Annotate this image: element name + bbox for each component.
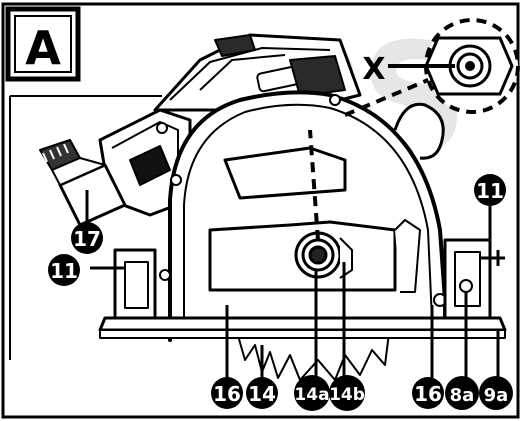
svg-text:17: 17 xyxy=(73,227,101,251)
inner-frame-lines xyxy=(9,95,162,360)
callout-9a: 9a xyxy=(479,376,513,410)
svg-text:9a: 9a xyxy=(484,385,509,406)
leader-lines xyxy=(85,190,500,378)
svg-text:11: 11 xyxy=(50,259,78,283)
svg-text:14b: 14b xyxy=(329,385,365,405)
svg-text:14: 14 xyxy=(248,382,276,406)
front-knob xyxy=(393,102,445,160)
svg-text:16: 16 xyxy=(213,382,241,406)
callout-16-right: 16 xyxy=(412,377,444,409)
projection-line xyxy=(308,73,441,241)
svg-text:8a: 8a xyxy=(450,385,475,406)
callout-11-right: 11 xyxy=(474,174,506,206)
callout-16-left: 16 xyxy=(211,377,243,409)
callout-11-left: 11 xyxy=(48,254,80,286)
bevel-bracket-right xyxy=(443,238,492,320)
dust-port xyxy=(39,139,127,227)
panel-label-box: A xyxy=(5,6,81,82)
detail-x: X xyxy=(362,18,520,114)
callout-14b: 14b xyxy=(329,375,365,411)
base-plate xyxy=(98,316,507,332)
svg-text:11: 11 xyxy=(476,179,504,203)
callout-14a: 14a xyxy=(294,375,330,411)
saw-body xyxy=(39,33,507,381)
bevel-knob xyxy=(459,279,473,293)
svg-text:16: 16 xyxy=(414,382,442,406)
panel-label: A xyxy=(25,21,61,75)
callout-8a: 8a xyxy=(445,376,479,410)
callout-14: 14 xyxy=(246,377,278,409)
detail-label: X xyxy=(362,52,385,87)
callout-17: 17 xyxy=(71,222,103,254)
svg-text:14a: 14a xyxy=(294,385,329,405)
blade-bolt xyxy=(308,245,328,265)
